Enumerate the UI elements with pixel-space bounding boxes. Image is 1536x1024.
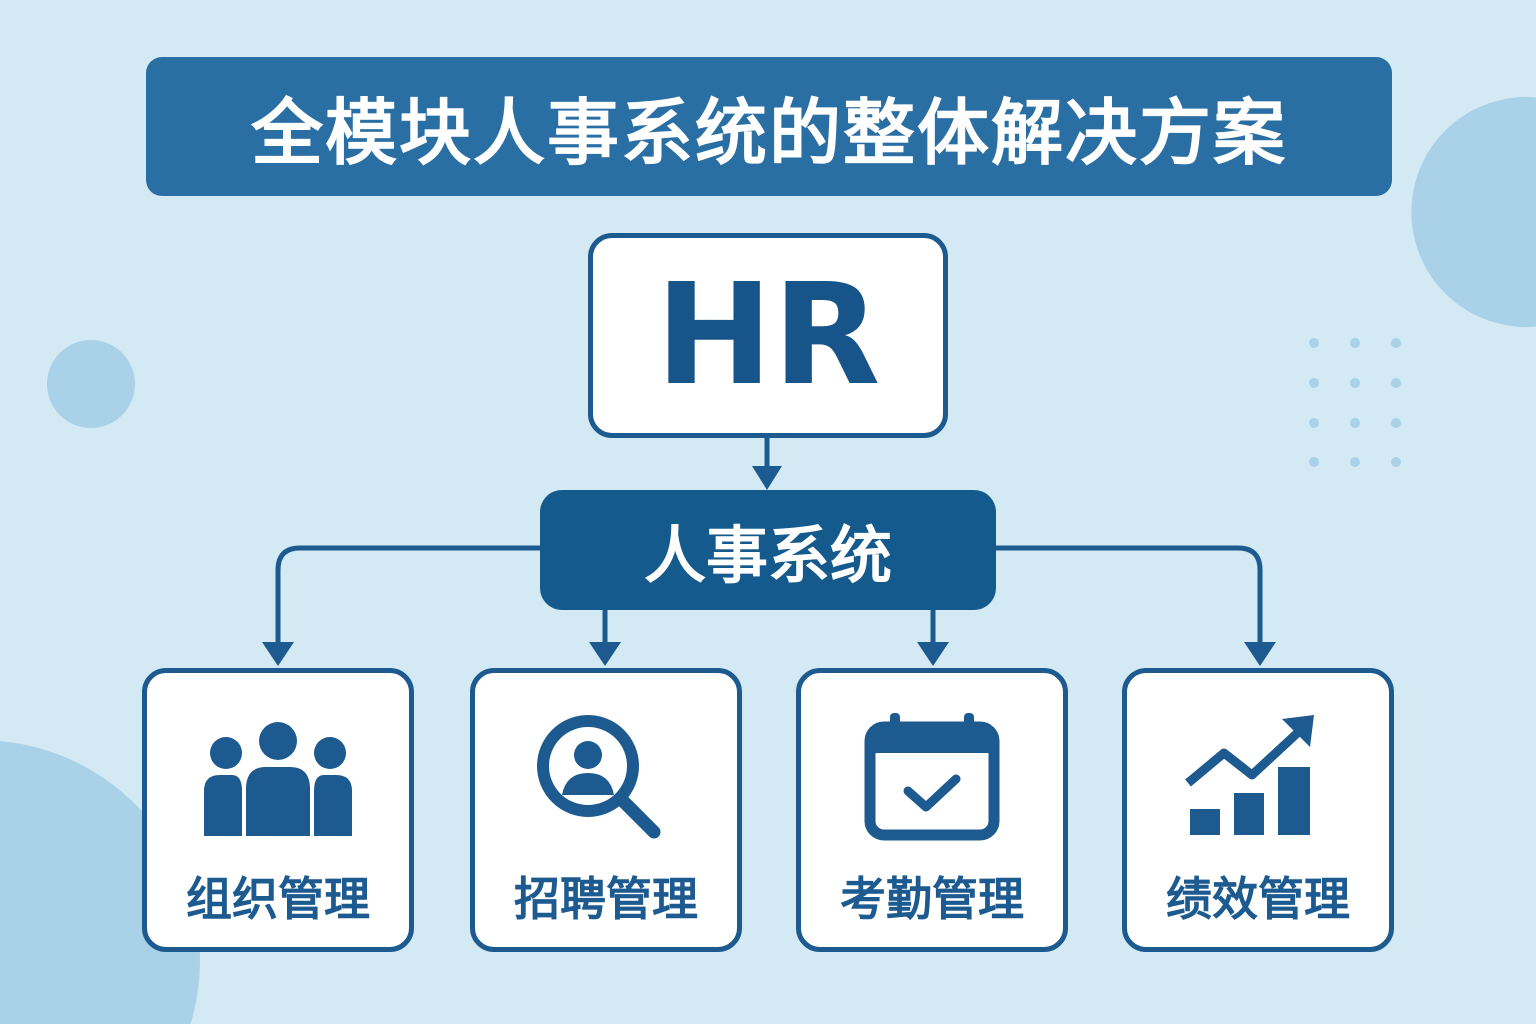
decor-dot-grid [1309,338,1401,467]
module-label: 考勤管理 [840,872,1024,926]
decor-circle-left [47,340,135,428]
hr-root-node: HR [588,233,948,438]
arrowheads [262,466,1276,666]
calendar-check-icon [864,713,1000,841]
module-label: 组织管理 [186,872,370,926]
module-recruitment: 招聘管理 [470,668,742,952]
search-person-icon [537,715,661,839]
module-attendance: 考勤管理 [796,668,1068,952]
growth-chart-icon [1185,715,1314,835]
decor-circle-bottom [0,741,200,1024]
module-organization: 组织管理 [142,668,414,952]
hr-system-node: 人事系统 [540,490,996,610]
decor-circle-right [1411,96,1536,328]
module-label: 招聘管理 [514,872,698,926]
people-group-icon [204,722,352,836]
module-label: 绩效管理 [1166,872,1350,926]
page-title: 全模块人事系统的整体解决方案 [146,57,1392,196]
connector-lines [275,438,1263,645]
module-performance: 绩效管理 [1122,668,1394,952]
